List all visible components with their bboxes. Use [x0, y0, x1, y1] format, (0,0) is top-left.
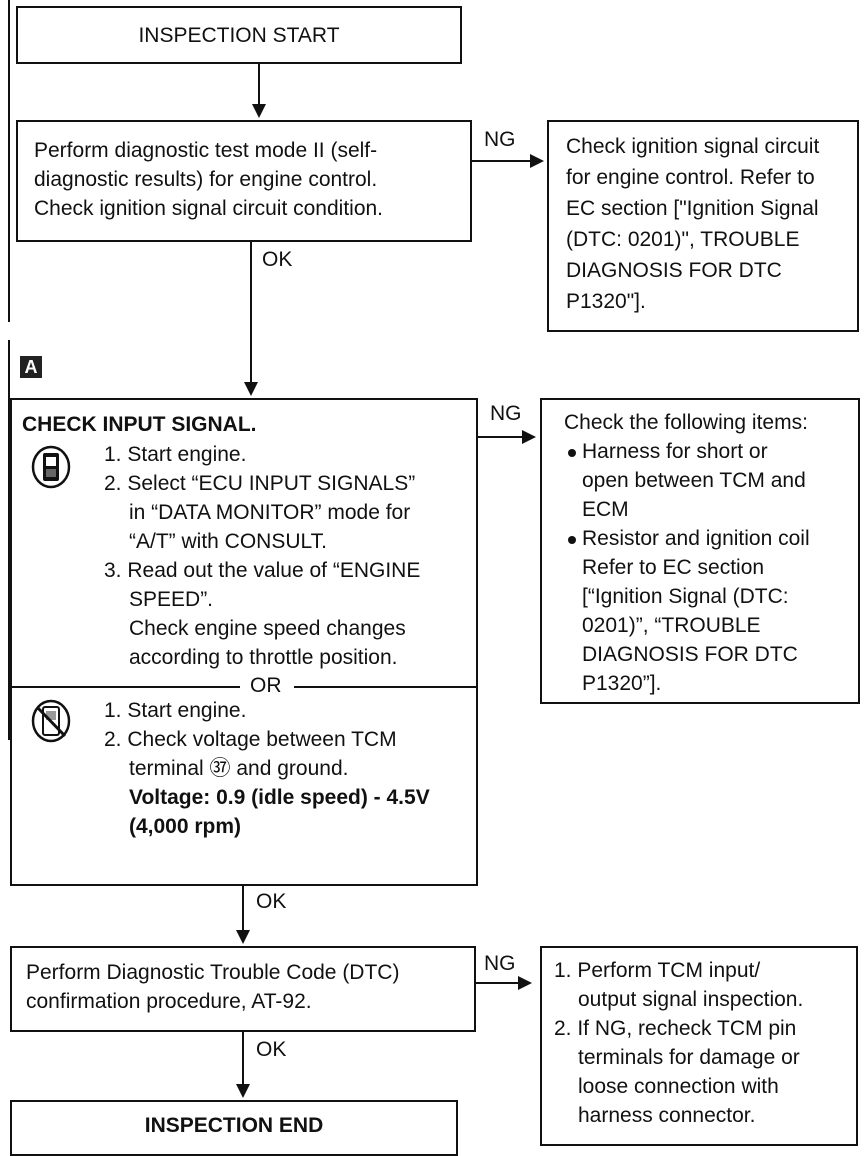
- arrow-down-icon: [252, 104, 266, 118]
- noconsult-step: 2. Check voltage between TCM: [104, 728, 397, 751]
- step1-line: Perform diagnostic test mode II (self-: [34, 139, 378, 162]
- margin-line-bottom: [8, 340, 10, 740]
- ng3-line: loose connection with: [578, 1075, 779, 1098]
- step1-box: Perform diagnostic test mode II (self- d…: [16, 120, 472, 242]
- ng2-item-line: DIAGNOSIS FOR DTC: [582, 643, 798, 666]
- ng1-line: P1320"].: [566, 290, 646, 313]
- step2-box: CHECK INPUT SIGNAL. 1. Start engine. 2. …: [10, 398, 478, 886]
- inspection-end-label: INSPECTION END: [144, 1114, 324, 1137]
- connector-line: [242, 886, 244, 930]
- ng3-box: 1. Perform TCM input/ output signal insp…: [540, 946, 858, 1146]
- connector-line: [242, 1032, 244, 1084]
- ng3-line: output signal inspection.: [578, 988, 804, 1011]
- ng2-item-line: open between TCM and: [582, 469, 806, 492]
- arrow-down-icon: [236, 1084, 250, 1098]
- ng3-line: 1. Perform TCM input/: [554, 959, 761, 982]
- ok-label: OK: [256, 890, 287, 913]
- arrow-right-icon: [530, 154, 544, 168]
- connector-line: [476, 982, 518, 984]
- ng2-item-line: P1320”].: [582, 672, 662, 695]
- voltage-spec: Voltage: 0.9 (idle speed) - 4.5V: [129, 786, 430, 809]
- ng1-line: Check ignition signal circuit: [566, 135, 820, 158]
- connector-line: [472, 160, 530, 162]
- arrow-right-icon: [522, 430, 536, 444]
- or-label: OR: [250, 674, 282, 697]
- ng-label: NG: [484, 128, 516, 151]
- ng1-line: DIAGNOSIS FOR DTC: [566, 259, 782, 282]
- ng-label: NG: [490, 402, 522, 425]
- ng2-item-line: [“Ignition Signal (DTC:: [582, 585, 789, 608]
- consult-step: SPEED”.: [129, 588, 214, 611]
- margin-line-top: [8, 0, 10, 322]
- noconsult-step: terminal ㊲ and ground.: [129, 757, 349, 780]
- ng3-line: terminals for damage or: [578, 1046, 800, 1069]
- ng2-item-line: Harness for short or: [582, 440, 768, 463]
- consult-step: 1. Start engine.: [104, 443, 247, 466]
- ng1-box: Check ignition signal circuit for engine…: [547, 120, 859, 332]
- ng2-box: Check the following items: Harness for s…: [540, 398, 860, 704]
- voltage-spec: (4,000 rpm): [129, 815, 242, 838]
- consult-step: Check engine speed changes: [129, 617, 406, 640]
- step2-title: CHECK INPUT SIGNAL.: [22, 413, 257, 436]
- consult-step: “A/T” with CONSULT.: [129, 530, 327, 553]
- ng2-heading: Check the following items:: [564, 411, 808, 434]
- arrow-right-icon: [518, 976, 532, 990]
- or-divider-right: [294, 686, 478, 688]
- noconsult-step: 1. Start engine.: [104, 699, 247, 722]
- ng3-line: harness connector.: [578, 1104, 756, 1127]
- ng2-item-line: 0201)”, “TROUBLE: [582, 614, 761, 637]
- consult-step: in “DATA MONITOR” mode for: [129, 501, 411, 524]
- ng2-item-line: Resistor and ignition coil: [582, 527, 810, 550]
- step3-line: Perform Diagnostic Trouble Code (DTC): [26, 961, 400, 984]
- ng3-line: 2. If NG, recheck TCM pin: [554, 1017, 797, 1040]
- bullet-icon: [568, 536, 576, 544]
- ng1-line: for engine control. Refer to: [566, 166, 815, 189]
- inspection-start-label: INSPECTION START: [138, 24, 340, 47]
- connector-line: [250, 242, 252, 382]
- consult-step: 2. Select “ECU INPUT SIGNALS”: [104, 472, 416, 495]
- ok-label: OK: [256, 1038, 287, 1061]
- or-divider-left: [12, 686, 240, 688]
- step1-line: diagnostic results) for engine control.: [34, 168, 378, 191]
- inspection-start-box: INSPECTION START: [16, 6, 462, 64]
- consult-step: 3. Read out the value of “ENGINE: [104, 559, 421, 582]
- ok-label: OK: [262, 248, 293, 271]
- arrow-down-icon: [236, 930, 250, 944]
- consult-tool-icon: [31, 445, 71, 489]
- no-consult-icon: [31, 699, 71, 743]
- ng1-line: (DTC: 0201)", TROUBLE: [566, 228, 800, 251]
- ng-label: NG: [484, 952, 516, 975]
- step3-line: confirmation procedure, AT-92.: [26, 990, 312, 1013]
- ng2-item-line: ECM: [582, 498, 629, 521]
- ng2-item-line: Refer to EC section: [582, 556, 765, 579]
- consult-step: according to throttle position.: [129, 646, 398, 669]
- arrow-down-icon: [244, 382, 258, 396]
- ng1-line: EC section ["Ignition Signal: [566, 197, 819, 220]
- connector-line: [258, 64, 260, 104]
- connector-line: [478, 436, 522, 438]
- step1-line: Check ignition signal circuit condition.: [34, 197, 384, 220]
- bullet-icon: [568, 449, 576, 457]
- step3-box: Perform Diagnostic Trouble Code (DTC) co…: [10, 946, 476, 1032]
- inspection-end-box: INSPECTION END: [10, 1100, 458, 1156]
- section-marker-a: A: [20, 356, 42, 378]
